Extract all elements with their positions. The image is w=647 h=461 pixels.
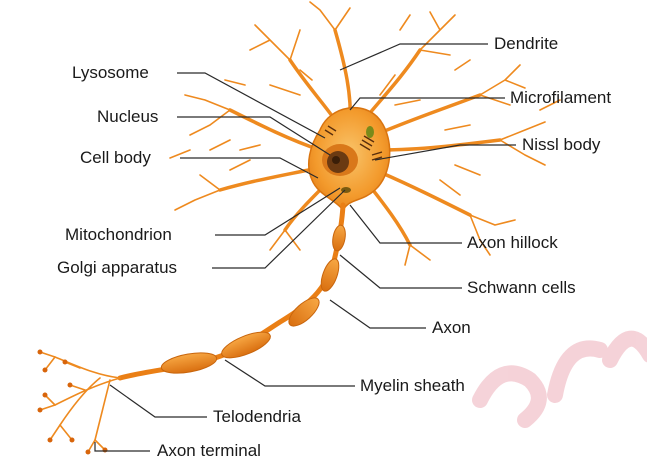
- axon-leader: [330, 300, 426, 328]
- lysosome-leader: [177, 73, 325, 138]
- nucleus-label: Nucleus: [97, 107, 158, 127]
- myelin-sheath-leader: [225, 360, 355, 386]
- mitochondrion-label: Mitochondrion: [65, 225, 172, 245]
- myelin-sheath-segments: [160, 224, 347, 377]
- mitochondrion-leader: [215, 188, 340, 235]
- microfilament-label: Microfilament: [510, 88, 611, 108]
- axon-label: Axon: [432, 318, 471, 338]
- golgi-apparatus-leader: [212, 190, 345, 268]
- myelin-sheath-label: Myelin sheath: [360, 376, 465, 396]
- schwann-cells-leader: [340, 255, 462, 288]
- cell-body-label: Cell body: [80, 148, 151, 168]
- lysosome-label: Lysosome: [72, 63, 149, 83]
- schwann-cells-label: Schwann cells: [467, 278, 576, 298]
- axon-hillock-label: Axon hillock: [467, 233, 558, 253]
- watermark: [480, 339, 647, 420]
- golgi-apparatus-label: Golgi apparatus: [57, 258, 177, 278]
- telodendria-label: Telodendria: [213, 407, 301, 427]
- nissl-body-label: Nissl body: [522, 135, 600, 155]
- telodendria-branches: [40, 352, 120, 452]
- dendrite-label: Dendrite: [494, 34, 558, 54]
- nissl-body-leader: [375, 145, 516, 160]
- telodendria-leader: [110, 385, 207, 417]
- axon-terminal-label: Axon terminal: [157, 441, 261, 461]
